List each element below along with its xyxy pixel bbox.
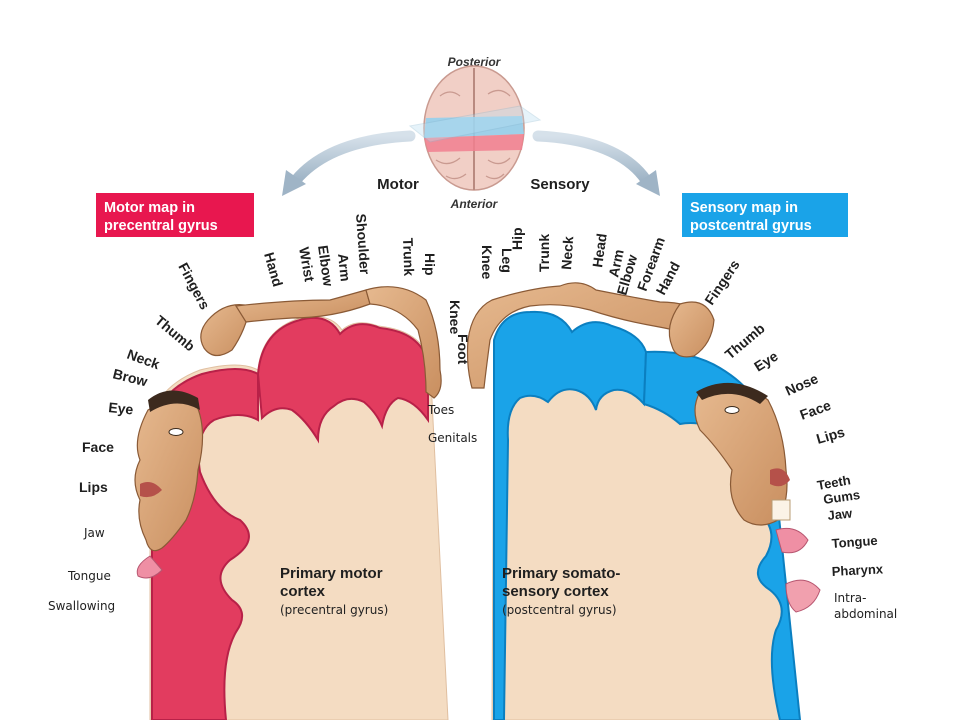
sensory-teeth bbox=[771, 499, 791, 521]
motor-map-title-line1: Motor map in bbox=[104, 200, 195, 216]
motor-label-hand: Hand bbox=[261, 250, 286, 288]
sensory-label-tongue: Tongue bbox=[831, 533, 878, 551]
sensory-label-teeth: Teeth bbox=[816, 472, 852, 493]
sensory-arrow-shaft bbox=[532, 130, 652, 186]
motor-label-jaw: Jaw bbox=[83, 526, 105, 540]
motor-label-trunk: Trunk bbox=[400, 238, 417, 277]
sensory-label-neck: Neck bbox=[558, 235, 576, 270]
brain-top-view: Posterior Anterior bbox=[408, 55, 542, 211]
motor-label-face: Face bbox=[82, 439, 114, 455]
sensory-map-box-bg bbox=[682, 193, 848, 237]
motor-strip bbox=[424, 134, 524, 152]
sensory-label-lips: Lips bbox=[814, 424, 846, 447]
sensory-label-trunk: Trunk bbox=[536, 234, 552, 272]
sensory-label-fingers: Fingers bbox=[701, 257, 743, 308]
motor-cortex-title-line1: Primary motor bbox=[280, 565, 383, 582]
motor-label-lips: Lips bbox=[79, 479, 108, 495]
sensory-eye-icon bbox=[724, 406, 740, 414]
motor-label-tongue: Tongue bbox=[67, 569, 111, 583]
motor-label-elbow: Elbow bbox=[315, 244, 337, 287]
sensory-map-title-line1: Sensory map in bbox=[690, 200, 798, 216]
motor-label-toes: Toes bbox=[427, 403, 454, 417]
motor-cortex-title-line2: cortex bbox=[280, 583, 326, 600]
sensory-label-pharynx: Pharynx bbox=[831, 561, 884, 579]
motor-label-arm: Arm bbox=[335, 253, 354, 283]
section-plane bbox=[408, 105, 542, 143]
sensory-cortex-title-line1: Primary somato- bbox=[502, 565, 620, 582]
motor-label-shoulder: Shoulder bbox=[353, 213, 373, 275]
motor-label-knee: Knee bbox=[447, 300, 463, 334]
sensory-label-intra-line1: Intra- bbox=[834, 591, 866, 605]
sensory-gray-matter-top bbox=[493, 310, 648, 720]
sensory-map-box: Sensory map in postcentral gyrus bbox=[682, 193, 848, 237]
sensory-label-intra-line2: abdominal bbox=[834, 607, 897, 621]
arrows: Motor Sensory bbox=[282, 130, 660, 196]
sensory-label-hip: Hip bbox=[509, 227, 525, 250]
motor-arm bbox=[234, 289, 371, 323]
sensory-hand bbox=[668, 301, 715, 358]
sensory-label-face: Face bbox=[798, 397, 834, 423]
sensory-label-head: Head bbox=[589, 232, 610, 268]
motor-homunculus bbox=[134, 286, 442, 579]
sensory-label-gums: Gums bbox=[822, 487, 861, 507]
motor-eye-icon bbox=[168, 428, 184, 436]
sensory-arrowhead-icon bbox=[636, 170, 660, 196]
posterior-label: Posterior bbox=[448, 55, 502, 69]
motor-arrowhead-icon bbox=[282, 170, 306, 196]
motor-label-wrist: Wrist bbox=[296, 246, 318, 283]
sensory-label-eye: Eye bbox=[751, 348, 781, 375]
sensory-label-knee: Knee bbox=[479, 245, 495, 279]
sensory-label-jaw: Jaw bbox=[827, 505, 854, 523]
sensory-label-foot: Foot bbox=[455, 334, 471, 365]
motor-face bbox=[134, 398, 204, 552]
sensory-label-leg: Leg bbox=[499, 248, 515, 273]
sensory-cortex-caption: Primary somato- sensory cortex (postcent… bbox=[502, 565, 620, 617]
motor-lips bbox=[140, 482, 162, 498]
anterior-label: Anterior bbox=[450, 197, 499, 211]
motor-map-box: Motor map in precentral gyrus bbox=[96, 193, 254, 237]
sensory-face bbox=[694, 386, 788, 526]
motor-map-box-bg bbox=[96, 193, 254, 237]
motor-label-fingers: Fingers bbox=[175, 260, 213, 312]
sensory-label-arm: Arm bbox=[605, 248, 626, 279]
motor-hand bbox=[200, 304, 251, 357]
sensory-cortex-subtitle: (postcentral gyrus) bbox=[502, 603, 617, 617]
sensory-label-nose: Nose bbox=[783, 370, 821, 399]
motor-cortex-caption: Primary motor cortex (precentral gyrus) bbox=[280, 565, 388, 617]
motor-label-thumb: Thumb bbox=[152, 312, 198, 354]
motor-trunk-leg bbox=[365, 286, 442, 399]
motor-label-genitals: Genitals bbox=[428, 431, 477, 445]
sensory-lips bbox=[770, 468, 790, 487]
motor-label-brow: Brow bbox=[111, 365, 149, 389]
motor-cortex-subtitle: (precentral gyrus) bbox=[280, 603, 388, 617]
brain-gyri-lines bbox=[435, 89, 511, 180]
motor-label-swallowing: Swallowing bbox=[48, 599, 115, 613]
motor-gray-matter-top bbox=[256, 316, 429, 444]
motor-hair bbox=[148, 390, 200, 412]
sensory-strip bbox=[424, 116, 524, 138]
sensory-cortex-title-line2: sensory cortex bbox=[502, 583, 609, 600]
motor-tongue bbox=[136, 555, 163, 579]
motor-label-eye: Eye bbox=[108, 399, 135, 418]
sensory-map-title-line2: postcentral gyrus bbox=[690, 218, 812, 234]
motor-arrow-label: Motor bbox=[377, 176, 419, 193]
sensory-intestine bbox=[785, 579, 821, 613]
motor-arrow-shaft bbox=[290, 130, 416, 186]
motor-cortex-section bbox=[149, 316, 449, 720]
motor-map-title-line2: precentral gyrus bbox=[104, 218, 218, 234]
motor-label-hip: Hip bbox=[422, 253, 438, 276]
sensory-hair bbox=[696, 382, 768, 404]
sensory-arrow-label: Sensory bbox=[530, 176, 590, 193]
sensory-homunculus bbox=[466, 282, 821, 613]
sensory-tongue bbox=[775, 527, 809, 554]
